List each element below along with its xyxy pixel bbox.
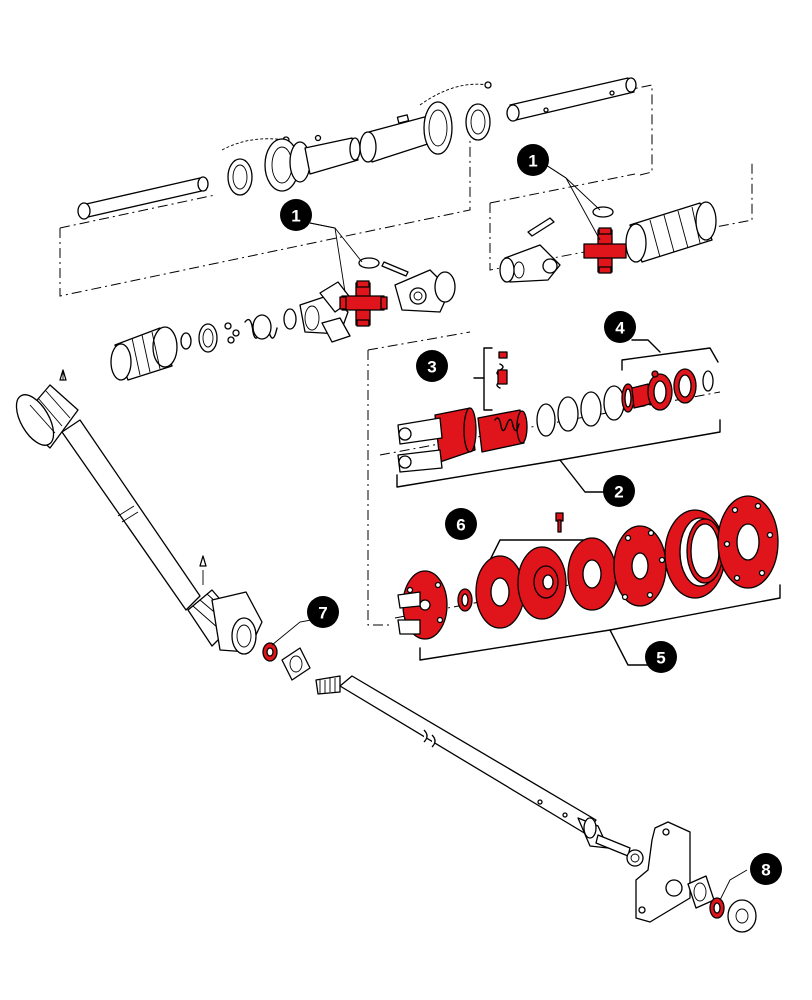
callout-label: 1 bbox=[528, 152, 537, 171]
upper-shield-assembly bbox=[221, 77, 637, 196]
leader-lines bbox=[271, 164, 748, 901]
callout-label: 7 bbox=[318, 604, 327, 623]
callouts: 1 1 2 3 4 5 6 7 bbox=[280, 144, 782, 885]
cross-journal-left bbox=[339, 280, 388, 327]
callout-label: 3 bbox=[427, 358, 436, 377]
drive-shaft-assembly bbox=[15, 369, 757, 933]
callout-label: 5 bbox=[656, 649, 665, 668]
clutch-yoke bbox=[397, 407, 477, 473]
callout-2[interactable]: 2 bbox=[603, 475, 635, 507]
callout-7[interactable]: 7 bbox=[307, 596, 339, 628]
universal-joint-left bbox=[110, 257, 456, 381]
callout-8[interactable]: 8 bbox=[750, 853, 782, 885]
cross-journal-right bbox=[583, 227, 627, 274]
callout-1-left[interactable]: 1 bbox=[280, 199, 312, 231]
callout-5[interactable]: 5 bbox=[645, 641, 677, 673]
callout-label: 2 bbox=[614, 483, 623, 502]
callout-4[interactable]: 4 bbox=[604, 311, 636, 343]
callout-label: 8 bbox=[761, 861, 770, 880]
clutch-assembly bbox=[379, 339, 721, 493]
flange-yoke bbox=[397, 570, 448, 640]
callout-1-right[interactable]: 1 bbox=[517, 144, 549, 176]
callout-6[interactable]: 6 bbox=[445, 508, 477, 540]
callout-label: 4 bbox=[615, 319, 625, 338]
callout-3[interactable]: 3 bbox=[416, 350, 448, 382]
callout-label: 1 bbox=[291, 207, 300, 226]
clutch-hub bbox=[477, 409, 528, 453]
universal-joint-right bbox=[499, 201, 717, 283]
outer-tube-left bbox=[77, 176, 209, 220]
callout-label: 6 bbox=[456, 516, 465, 535]
friction-clutch bbox=[394, 495, 781, 666]
